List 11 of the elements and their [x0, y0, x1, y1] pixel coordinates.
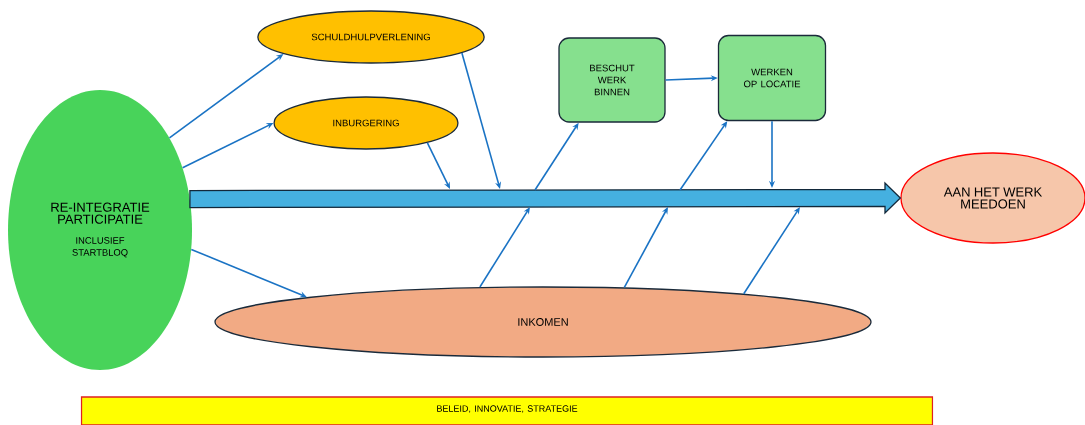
- arrow: [479, 207, 530, 288]
- arrow: [679, 121, 728, 191]
- arrow: [742, 207, 800, 295]
- work-box: BESCHUT WERK BINNEN: [558, 37, 666, 123]
- work-box: WERKEN OP LOCATIE: [717, 34, 827, 122]
- flow-arrow: [189, 181, 902, 215]
- arrow: [461, 52, 502, 189]
- arrow: [623, 207, 668, 289]
- arrow: [190, 248, 307, 298]
- arrow: [426, 142, 450, 189]
- policy-bar: BELEID, INNOVATIE, STRATEGIE: [80, 396, 934, 425]
